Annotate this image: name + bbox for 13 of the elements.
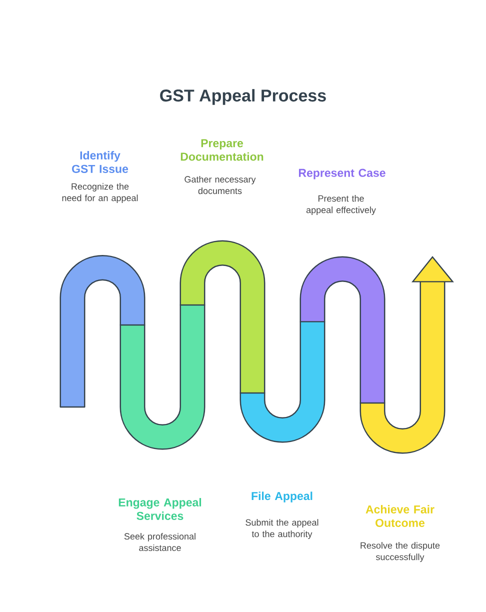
step-heading: File Appeal xyxy=(252,492,312,502)
step-description: Submit the appeal to the authority xyxy=(246,519,318,539)
step-heading: Achieve Fair Outcome xyxy=(366,505,434,527)
diagram-title: GST Appeal Process xyxy=(160,89,326,105)
step-heading: Represent Case xyxy=(298,168,386,180)
step-description: Seek professional assistance xyxy=(124,532,196,552)
step-description: Present the appeal effectively xyxy=(306,195,376,215)
step-heading: Identify GST Issue xyxy=(72,151,128,173)
step-description: Gather necessary documents xyxy=(184,176,256,194)
step-description: Recognize the need for an appeal xyxy=(62,183,138,203)
step-heading: Prepare Documentation xyxy=(180,139,264,161)
step-description: Resolve the dispute successfully xyxy=(360,542,440,562)
step-heading: Engage Appeal Services xyxy=(118,498,202,520)
